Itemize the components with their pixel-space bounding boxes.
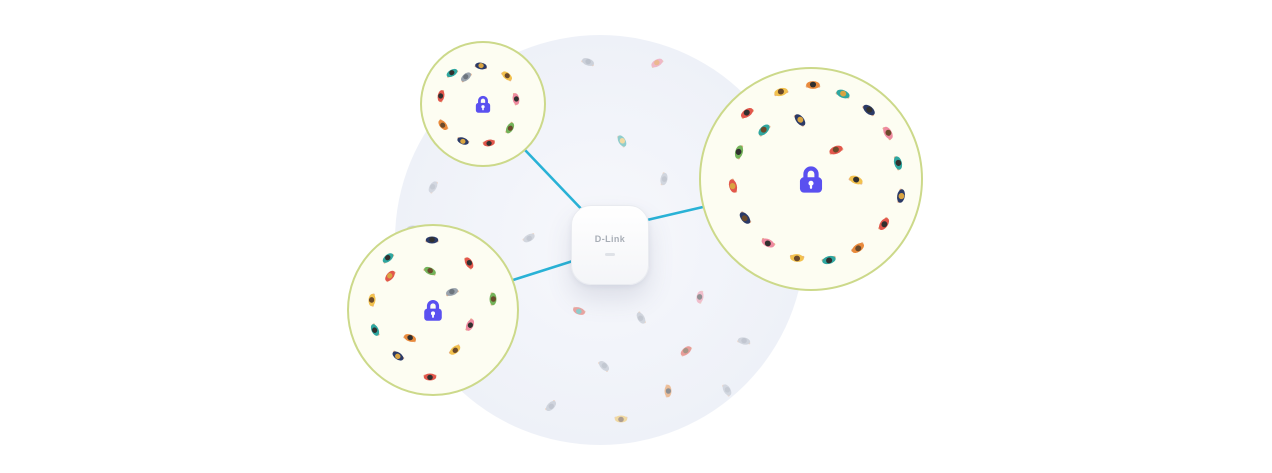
device-led-indicator [605,253,615,256]
person-icon [664,384,672,398]
lock-icon [424,300,442,321]
person-icon [680,346,693,357]
person-icon [882,126,893,141]
person-icon [835,89,850,99]
person-icon [423,373,437,381]
person-icon [505,121,515,134]
person-icon [581,58,594,67]
person-icon [740,107,754,119]
links-layer [511,148,705,282]
lock-icon [475,95,491,113]
network-group-bottom-left [347,224,519,396]
person-icon [848,175,863,185]
person-icon [696,290,704,304]
person-icon [474,62,487,70]
person-icon [761,237,776,248]
person-icon [465,318,475,331]
person-icon [789,254,805,262]
person-icon [446,288,459,297]
person-icon [425,236,439,244]
network-link-line [645,205,705,222]
person-icon [617,135,627,148]
person-icon [446,68,459,78]
person-icon [821,255,836,265]
person-icon [461,72,472,83]
person-icon [739,211,752,224]
person-icon [512,93,520,106]
network-group-right [699,67,923,291]
person-icon [438,119,449,130]
person-icon [722,384,732,397]
person-icon [437,90,445,103]
person-icon [793,114,806,127]
person-icon [573,306,586,315]
network-link-line [511,258,578,282]
person-icon [403,334,416,343]
person-icon [636,311,646,324]
person-icon [758,124,771,137]
groups-layer [347,41,923,396]
person-icon [598,360,610,372]
person-icon [897,188,905,203]
person-icon [728,178,738,193]
person-icon [457,137,470,145]
person-icon [862,104,875,117]
person-icon [805,81,821,89]
network-group-top-left [420,41,546,167]
person-icon [737,337,751,345]
person-icon [614,415,628,423]
person-icon [545,400,557,412]
person-icon [829,145,844,155]
lock-icon [799,166,823,193]
person-icon [501,71,512,82]
person-icon [851,242,865,254]
person-icon [522,233,535,243]
person-icon [482,139,495,147]
person-icon [370,323,380,336]
access-point-device: D-Link [571,205,649,285]
person-icon [489,292,497,306]
person-icon [423,266,436,276]
person-icon [368,293,376,307]
person-icon [428,181,438,194]
person-icon [464,257,474,270]
network-link-line [523,148,590,218]
person-icon [651,58,664,68]
person-icon [660,172,668,186]
person-icon [448,344,461,355]
person-icon [893,156,903,171]
person-icon [734,145,744,160]
person-icon [392,350,405,361]
person-icon [385,270,396,283]
device-brand-label: D-Link [594,234,626,244]
person-icon [878,217,890,231]
person-icon [382,253,395,264]
person-icon [774,87,789,97]
